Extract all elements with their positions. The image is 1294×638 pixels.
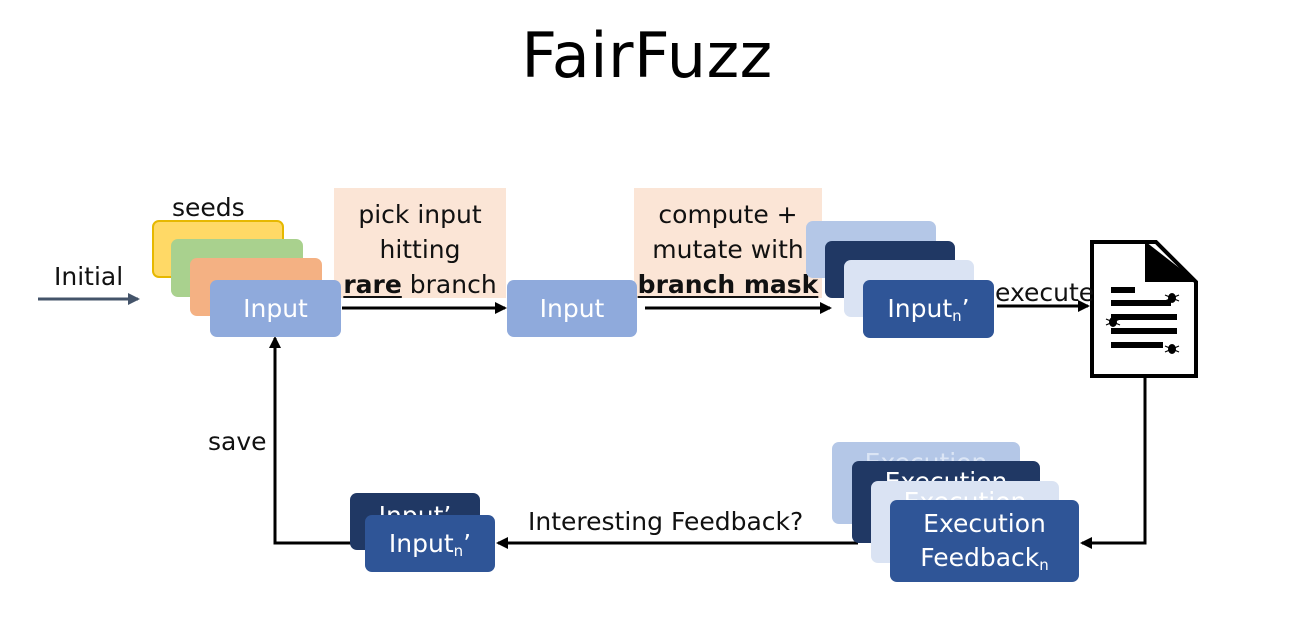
mutate-note: compute + mutate with branch mask [634,188,822,299]
bug-icon [1164,293,1180,303]
picked-input-card: Input [507,280,637,337]
execute-label: execute [995,278,1095,307]
mutant-input-card: Inputn’ [863,280,994,338]
bug-icon [1164,344,1180,354]
initial-label: Initial [54,262,124,291]
bug-icon [1105,317,1121,327]
execution-feedback-card: Execution Feedbackn [890,500,1079,582]
save-arrow [269,336,368,545]
save-label: save [208,427,267,456]
program-document-icon [1090,240,1198,378]
pick-input-note: pick input hitting rare branch [334,188,506,299]
seeds-label: seeds [172,193,245,222]
interesting-feedback-label: Interesting Feedback? [528,507,804,536]
feedback-arrow [1080,378,1147,549]
saved-input-card: Inputn’ [365,515,495,572]
diagram-title: FairFuzz [521,19,773,92]
rare-emphasis: rare [343,270,402,299]
seed-input-card: Input [210,280,341,337]
branch-mask-emphasis: branch mask [637,270,819,299]
